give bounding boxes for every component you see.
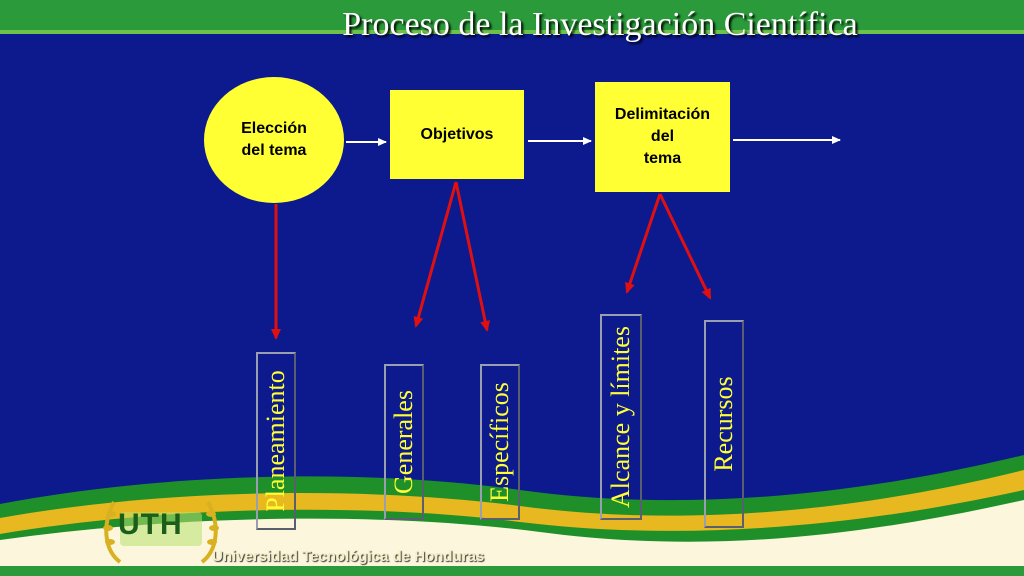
footer-band-gold	[0, 470, 1024, 534]
node-objetivos: Objetivos	[390, 90, 524, 179]
uth-laurel-icon	[103, 501, 219, 564]
top-bar-accent	[0, 30, 1024, 34]
leaf-recursos: Recursos	[704, 320, 744, 528]
slide-title: Proceso de la Investigación Científica	[342, 6, 858, 43]
leaf-alcance-y-limites: Alcance y límites	[600, 314, 642, 520]
branch-arrow-especificos	[454, 181, 491, 332]
node-delimitacion-del-tema: Delimitación del tema	[595, 82, 730, 192]
footer-band-light	[0, 500, 1024, 576]
leaf-recursos-label: Recursos	[709, 376, 738, 472]
node-delimitacion-line2: del	[650, 128, 675, 145]
university-name: Universidad Tecnológica de Honduras	[212, 548, 485, 565]
leaf-planeamiento: Planeamiento	[256, 352, 296, 530]
node-objetivos-label: Objetivos	[420, 125, 494, 143]
leaf-generales: Generales	[384, 364, 424, 520]
node-eleccion-line2: del tema	[241, 142, 307, 159]
top-bar	[0, 0, 1024, 34]
branch-arrow-alcance	[625, 193, 662, 294]
node-delimitacion-line3: tema	[643, 150, 682, 167]
uth-logo-text: UTH	[118, 508, 183, 541]
node-eleccion-line1: Elección	[241, 120, 307, 137]
leaf-especificos-label: Específicos	[485, 382, 514, 502]
leaf-generales-label: Generales	[389, 390, 418, 494]
branch-arrow-generales	[413, 181, 458, 328]
node-delimitacion-line1: Delimitación	[614, 106, 711, 123]
footer-band-bottom	[0, 566, 1024, 576]
leaf-alcance-label: Alcance y límites	[606, 326, 635, 508]
branch-arrow-recursos	[658, 193, 712, 300]
leaf-planeamiento-label: Planeamiento	[261, 370, 290, 512]
leaf-especificos: Específicos	[480, 364, 520, 520]
node-eleccion-del-tema: Elección del tema	[204, 77, 344, 203]
